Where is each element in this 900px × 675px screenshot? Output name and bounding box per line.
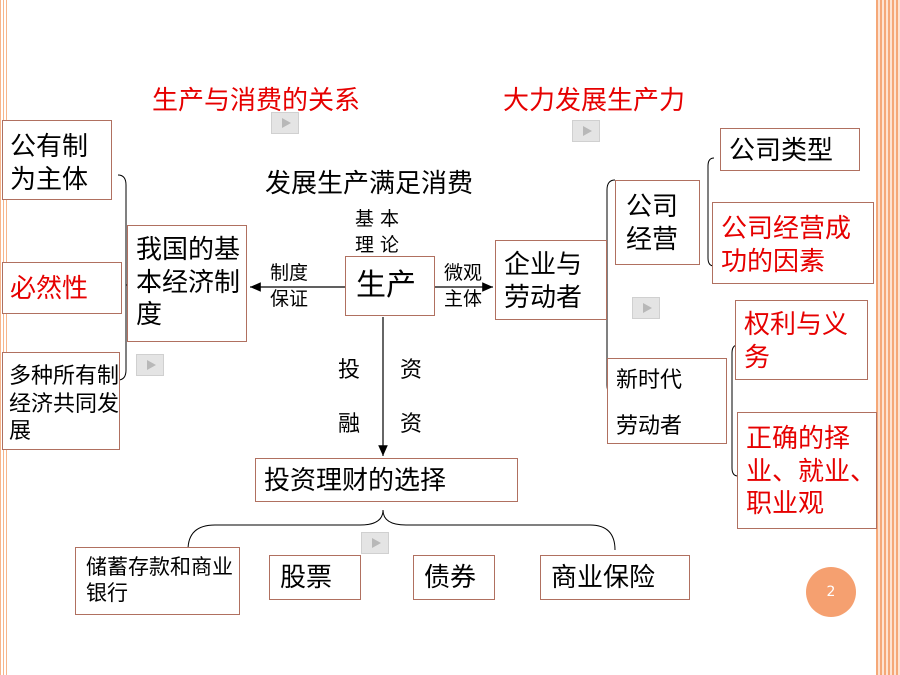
left-decorative-stripe [0, 0, 7, 675]
company-operations-box: 公司经营 [615, 180, 700, 265]
play-icon[interactable] [271, 112, 299, 134]
play-icon[interactable] [361, 532, 389, 554]
production-box: 生产 [345, 256, 435, 316]
invest-char2: 资 [400, 358, 423, 383]
investment-choice-box: 投资理财的选择 [255, 458, 518, 502]
basic-theory-line1: 基 本 [355, 208, 400, 230]
company-ops-brace [707, 157, 715, 267]
right-decorative-stripe [876, 0, 900, 675]
stocks-box: 股票 [269, 555, 361, 600]
multi-ownership-box: 多种所有制经济共同发展 [2, 352, 120, 450]
micro-subject-line1: 微观 [444, 262, 483, 284]
basic-economic-system-box: 我国的基本经济制度 [127, 225, 247, 342]
success-factors-box: 公司经营成功的因素 [712, 202, 874, 284]
play-icon[interactable] [572, 120, 600, 142]
center-caption: 发展生产满足消费 [265, 169, 474, 199]
new-era-workers-box: 新时代 劳动者 [607, 358, 727, 444]
inevitability-box: 必然性 [2, 262, 122, 314]
insurance-box: 商业保险 [540, 555, 690, 600]
basic-theory-line2: 理 论 [355, 234, 400, 256]
workers-brace [731, 344, 739, 477]
new-era-workers-line2: 劳动者 [616, 413, 683, 439]
finance-char2: 资 [400, 412, 423, 437]
relation-title: 生产与消费的关系 [152, 86, 361, 116]
company-types-box: 公司类型 [720, 128, 860, 171]
finance-char1: 融 [338, 412, 361, 437]
play-icon[interactable] [632, 297, 660, 319]
savings-box: 储蓄存款和商业银行 [75, 547, 240, 615]
micro-subject-line2: 主体 [444, 288, 483, 310]
new-era-workers-line1: 新时代 [616, 368, 683, 393]
develop-title: 大力发展生产力 [503, 86, 686, 116]
public-ownership-box: 公有制为主体 [2, 120, 112, 200]
bonds-box: 债券 [413, 555, 495, 600]
invest-char1: 投 [338, 358, 361, 383]
page-number-badge: 2 [806, 567, 856, 617]
play-icon[interactable] [136, 354, 164, 376]
system-guarantee-line1: 制度 [270, 262, 309, 284]
left-brace [117, 174, 127, 381]
rights-duties-box: 权利与义务 [735, 300, 868, 380]
bottom-brace [187, 509, 616, 551]
system-guarantee-line2: 保证 [270, 288, 309, 310]
enterprise-box: 企业与劳动者 [495, 240, 607, 320]
career-view-box: 正确的择业、就业、职业观 [737, 412, 877, 529]
